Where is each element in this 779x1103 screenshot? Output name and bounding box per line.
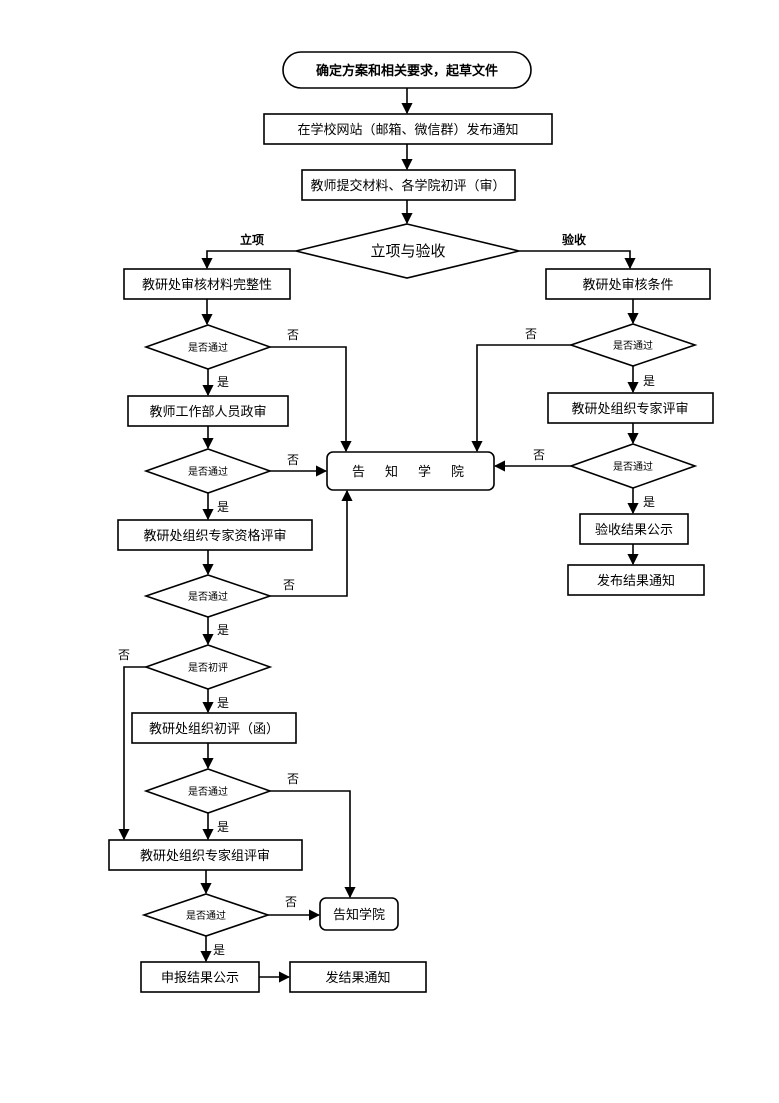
left-no2: 否 <box>287 453 299 467</box>
left-notice-box <box>289 961 427 993</box>
left-check5-text: 是否通过 <box>186 909 226 922</box>
left-check4-text: 是否通过 <box>188 785 228 798</box>
right-publicize-box <box>579 513 689 545</box>
left-political-box <box>127 395 289 427</box>
start-node-text: 确定方案和相关要求，起草文件 <box>316 63 498 79</box>
arrow-check3-no <box>270 489 353 597</box>
right-review-conditions-box <box>545 268 711 300</box>
left-yes4: 是 <box>217 696 229 710</box>
right-check1-text: 是否通过 <box>613 339 653 352</box>
arrow-branch-right <box>519 250 636 270</box>
left-expert-qualification-text: 教研处组织专家资格评审 <box>143 528 286 544</box>
left-check3-text: 是否通过 <box>188 590 228 603</box>
left-no3: 否 <box>283 578 295 592</box>
left-no-initial: 否 <box>118 648 130 662</box>
arrow-check1-no <box>270 346 352 453</box>
right-yes2: 是 <box>643 495 655 509</box>
arrow-check4-no <box>270 790 356 899</box>
publish-box <box>263 113 553 145</box>
left-check1-text: 是否通过 <box>188 341 228 354</box>
arrow-initial-no <box>118 666 146 841</box>
left-yes6: 是 <box>213 943 225 957</box>
publish-text: 在学校网站（邮箱、微信群）发布通知 <box>297 122 518 138</box>
left-no1: 否 <box>287 328 299 342</box>
left-review-materials-text: 教研处审核材料完整性 <box>142 277 272 293</box>
decision-main <box>295 223 520 279</box>
decision-main-text: 立项与验收 <box>370 242 445 260</box>
left-political-text: 教师工作部人员政审 <box>149 404 266 420</box>
right-yes1: 是 <box>643 374 655 388</box>
left-yes3: 是 <box>217 623 229 637</box>
left-yes1: 是 <box>217 375 229 389</box>
left-no5: 否 <box>285 895 297 909</box>
left-no4: 否 <box>287 772 299 786</box>
right-expert-box <box>547 392 714 424</box>
submit-text: 教师提交材料、各学院初评（审） <box>310 178 505 194</box>
right-publicize-text: 验收结果公示 <box>595 522 673 538</box>
label-branch-right: 验收 <box>562 232 586 247</box>
submit-box <box>301 169 516 201</box>
left-initial-review-text: 教研处组织初评（函） <box>149 721 279 737</box>
left-notice-text: 发结果通知 <box>325 970 390 986</box>
right-expert-text: 教研处组织专家评审 <box>571 401 688 417</box>
left-initial-review-box <box>131 712 297 744</box>
left-expert-group-text: 教研处组织专家组评审 <box>140 848 270 864</box>
left-initial-check-text: 是否初评 <box>188 661 228 674</box>
left-expert-group-box <box>108 839 303 871</box>
right-no2: 否 <box>533 448 545 462</box>
right-check2-text: 是否通过 <box>613 460 653 473</box>
right-notice-text: 发布结果通知 <box>597 573 675 589</box>
label-branch-left: 立项 <box>240 232 264 247</box>
left-review-materials-box <box>123 268 291 300</box>
arrow-right-check1-no <box>471 344 571 453</box>
right-no1: 否 <box>525 327 537 341</box>
right-review-conditions-text: 教研处审核条件 <box>582 277 673 293</box>
notify-college-center-text: 告知学院 <box>352 464 484 480</box>
arrow-branch-left <box>201 250 296 270</box>
notify-college-bottom-text: 告知学院 <box>333 907 385 923</box>
left-check2-text: 是否通过 <box>188 465 228 478</box>
left-expert-qualification-box <box>117 519 313 551</box>
left-yes2: 是 <box>217 500 229 514</box>
left-publicize-text: 申报结果公示 <box>161 971 239 986</box>
right-notice-box <box>567 564 705 596</box>
left-yes5: 是 <box>217 820 229 834</box>
